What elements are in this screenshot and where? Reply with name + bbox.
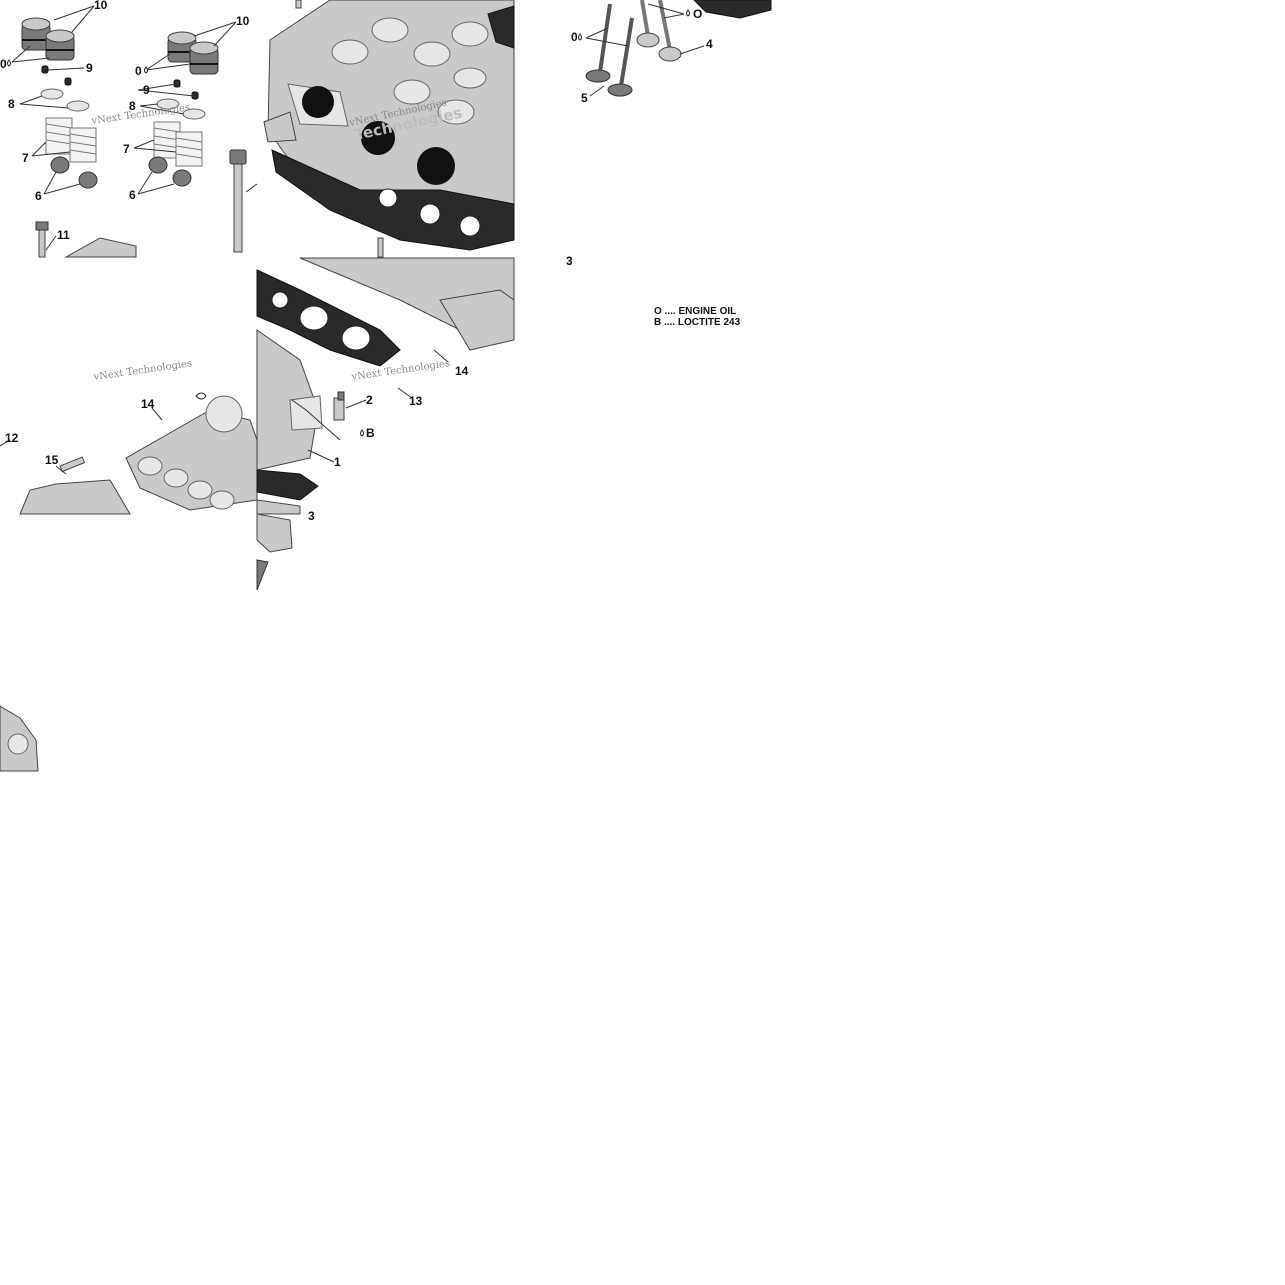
callout-11: 11 [57,228,70,242]
tappet-right-2 [189,41,219,75]
lower-fragments [0,513,293,772]
callout-8-right: 8 [129,99,136,113]
callout-7-right: 7 [123,142,130,156]
callout-9-left: 9 [86,61,93,75]
callout-14-left: 14 [141,397,155,411]
callout-9-right: 9 [143,83,150,97]
callout-12: 12 [5,431,19,445]
watermark: vNext Technologies [92,358,193,383]
tappet-right-1 [167,31,197,63]
watermark: vNext Technologies [350,358,451,383]
legend-loctite: B .... LOCTITE 243 [654,317,741,328]
callout-13: 13 [409,394,423,408]
callout-5: 5 [581,91,588,105]
callout-14-right: 14 [455,364,469,378]
callout-7-left: 7 [22,151,29,165]
oil-mark-3: 0 [571,30,578,44]
oil-mark-4: O [693,7,702,21]
valve-train-tile: 10 10 0 0 9 9 8 8 7 7 6 6 11 vNext Techn… [0,0,258,258]
callout-10-left: 10 [94,0,108,12]
oil-mark-1: 0 [0,57,7,71]
tappet-left-1 [21,17,51,51]
callout-15: 15 [45,453,59,467]
loctite-mark: B [366,426,375,440]
valves-tile: 0 O 4 5 [571,0,772,105]
tappet-left-2 [45,29,75,61]
valve-spring-right [153,121,203,167]
exhaust-manifold-tile: 14 12 15 vNext Technologies [0,358,258,515]
cylinder-head-tile: Technologies vNext Technologies [263,0,515,258]
callout-1: 1 [334,455,341,469]
legend-engine-oil: O .... ENGINE OIL [654,306,736,317]
callout-2: 2 [366,393,373,407]
callout-4: 4 [706,37,713,51]
oil-mark-2: 0 [135,64,142,78]
callout-3-upper: 3 [566,254,573,268]
callout-6-right: 6 [129,188,136,202]
callout-6-left: 6 [35,189,42,203]
callout-8-left: 8 [8,97,15,111]
head-bolt [229,149,247,253]
gasket-head-tile: 14 13 2 B 1 3 vNext Technologies [256,257,515,523]
valve-spring-left [45,117,97,163]
legend-tile: 3 O .... ENGINE OIL B .... LOCTITE 243 [566,254,741,328]
callout-3-lower: 3 [308,509,315,523]
callout-10-right: 10 [236,14,250,28]
